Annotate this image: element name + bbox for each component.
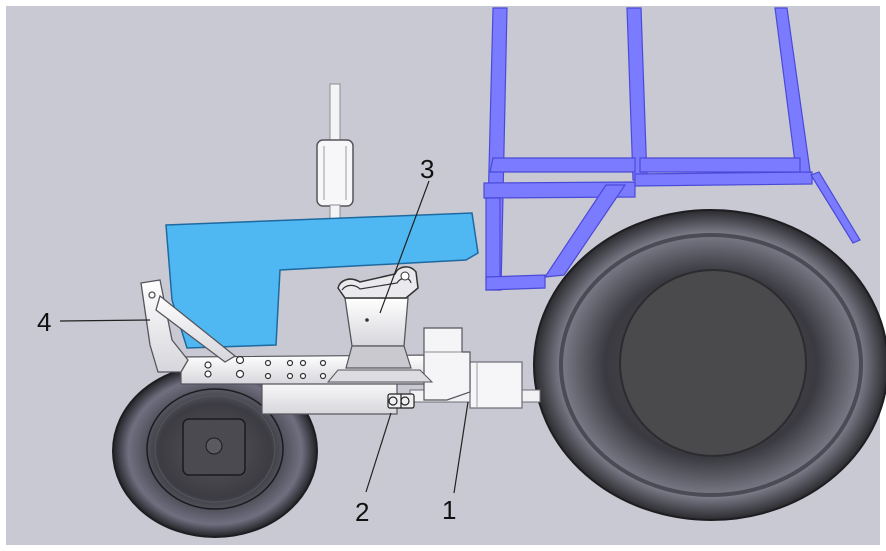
center-pedestal <box>326 266 434 383</box>
callout-2-label: 2 <box>355 497 369 527</box>
leader-3 <box>379 180 430 314</box>
leader-4 <box>59 319 151 322</box>
leader-2 <box>365 412 392 493</box>
callout-3-label: 3 <box>420 154 434 184</box>
exhaust-stack <box>316 83 354 222</box>
callout-leaders <box>59 180 469 494</box>
callout-1-label: 1 <box>442 495 456 525</box>
leader-1 <box>453 401 469 494</box>
front-bumper-bracket <box>140 279 237 373</box>
pivot-pin <box>387 393 415 409</box>
rear-tire <box>533 209 886 521</box>
rear-mount-bracket <box>423 327 471 401</box>
callout-4-label: 4 <box>37 307 51 337</box>
cab-frame <box>483 7 861 291</box>
